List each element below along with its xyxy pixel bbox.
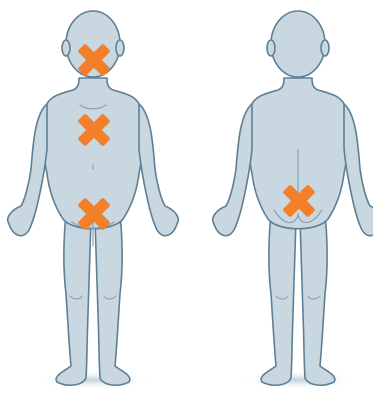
front-figure <box>8 11 179 390</box>
front-floor-shadow <box>33 370 153 390</box>
back-figure <box>213 11 373 390</box>
back-floor-shadow <box>238 370 358 390</box>
